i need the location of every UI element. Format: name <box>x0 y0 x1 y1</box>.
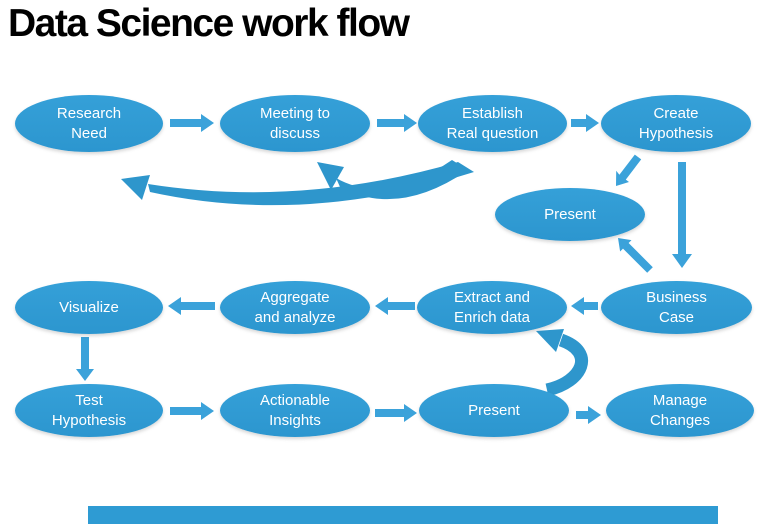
arrow-business-to-present-icon <box>618 238 653 273</box>
curved-arrow-establish-to-research-icon <box>121 162 474 206</box>
curve-body <box>336 160 468 200</box>
arrow-business-to-extract-icon <box>571 297 598 315</box>
curve-body <box>545 333 588 397</box>
node-actionable-insights: Actionable Insights <box>220 384 370 437</box>
node-establish-real-question: Establish Real question <box>418 95 567 152</box>
node-create-hypothesis: Create Hypothesis <box>601 95 751 152</box>
arrow-create-to-present-icon <box>616 154 642 186</box>
footer-bar <box>88 506 718 524</box>
node-extract-and-enrich-data: Extract and Enrich data <box>417 281 567 334</box>
arrow-present-to-manage-icon <box>576 406 601 424</box>
node-test-hypothesis: Test Hypothesis <box>15 384 163 437</box>
curve-body <box>148 162 474 206</box>
node-manage-changes: Manage Changes <box>606 384 754 437</box>
node-research-need: Research Need <box>15 95 163 152</box>
arrow-establish-to-create-icon <box>571 114 599 132</box>
node-present-after-hypothesis: Present <box>495 188 645 241</box>
curved-arrow-present-to-extract-icon <box>536 329 588 397</box>
node-aggregate-and-analyze: Aggregate and analyze <box>220 281 370 334</box>
arrow-extract-to-aggregate-icon <box>375 297 415 315</box>
page-title: Data Science work flow <box>8 2 410 45</box>
node-visualize: Visualize <box>15 281 163 334</box>
arrow-research-to-meeting-icon <box>170 114 214 132</box>
node-business-case: Business Case <box>601 281 752 334</box>
node-meeting-to-discuss: Meeting to discuss <box>220 95 370 152</box>
arrow-visualize-to-test-icon <box>76 337 94 381</box>
curve-head <box>121 175 150 200</box>
arrow-test-to-actionable-icon <box>170 402 214 420</box>
curved-arrow-establish-to-meeting-icon <box>317 160 468 200</box>
node-present-insights: Present <box>419 384 569 437</box>
curve-head <box>317 162 344 190</box>
arrow-actionable-to-present-icon <box>375 404 417 422</box>
curve-head <box>536 329 564 352</box>
arrow-meeting-to-establish-icon <box>377 114 417 132</box>
arrow-create-to-business-icon <box>672 162 692 268</box>
arrow-aggregate-to-visualize-icon <box>168 297 215 315</box>
